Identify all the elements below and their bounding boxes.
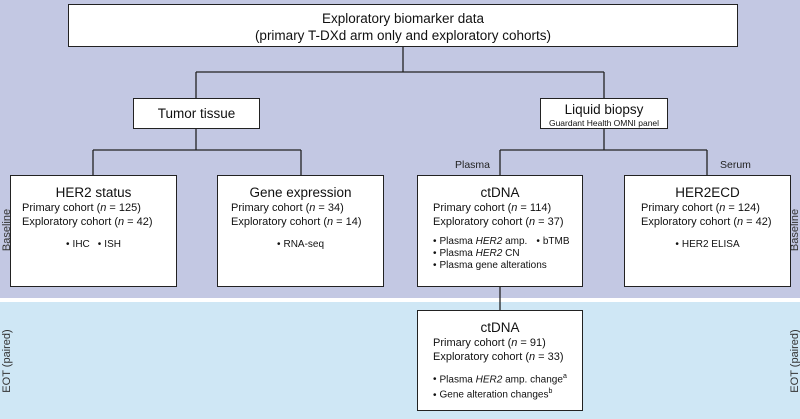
- gene-expression-exploratory: Exploratory cohort (n = 14): [231, 216, 362, 228]
- ctdna-eot-primary: Primary cohort (n = 91): [433, 337, 546, 349]
- gene-expression-bullets: •RNA-seq: [218, 239, 383, 251]
- tumor-tissue-box: Tumor tissue: [133, 98, 260, 129]
- her2ecd-bullets: •HER2 ELISA: [625, 239, 790, 251]
- her2ecd-primary: Primary cohort (n = 124): [641, 202, 760, 214]
- root-subtitle: (primary T-DXd arm only and exploratory …: [254, 28, 552, 43]
- her2-status-bullets: •IHC •ISH: [11, 239, 176, 251]
- liquid-biopsy-box: Liquid biopsy Guardant Health OMNI panel: [540, 98, 668, 129]
- her2ecd-box: HER2ECD Primary cohort (n = 124) Explora…: [624, 175, 791, 287]
- ctdna-baseline-bullets: •Plasma HER2 amp.•bTMB •Plasma HER2 CN •…: [433, 236, 582, 272]
- root-box: Exploratory biomarker data (primary T-DX…: [68, 4, 738, 47]
- ctdna-eot-box: ctDNA Primary cohort (n = 91) Explorator…: [417, 310, 583, 411]
- her2-status-primary: Primary cohort (n = 125): [22, 202, 141, 214]
- bullet-ihc: •IHC: [66, 239, 90, 250]
- gene-expression-primary: Primary cohort (n = 34): [231, 202, 344, 214]
- ctdna-baseline-exploratory: Exploratory cohort (n = 37): [433, 216, 564, 228]
- ctdna-eot-bullets: •Plasma HER2 amp. changea •Gene alterati…: [433, 371, 582, 402]
- bullet-btmb: •bTMB: [536, 236, 570, 247]
- her2-status-title: HER2 status: [55, 185, 132, 200]
- liquid-biopsy-label: Liquid biopsy: [564, 102, 644, 117]
- her2-status-exploratory: Exploratory cohort (n = 42): [22, 216, 153, 228]
- ctdna-eot-title: ctDNA: [480, 320, 520, 335]
- bullet-plasma-gene-alterations: •Plasma gene alterations: [433, 260, 547, 271]
- bullet-plasma-her2-amp: •Plasma HER2 amp.•bTMB: [433, 236, 570, 247]
- bullet-ish: •ISH: [97, 239, 121, 250]
- bullet-her2-elisa: •HER2 ELISA: [675, 239, 740, 250]
- ctdna-baseline-title: ctDNA: [480, 185, 520, 200]
- her2ecd-title: HER2ECD: [675, 185, 740, 200]
- root-title: Exploratory biomarker data: [321, 11, 485, 26]
- her2ecd-exploratory: Exploratory cohort (n = 42): [641, 216, 772, 228]
- her2-status-box: HER2 status Primary cohort (n = 125) Exp…: [10, 175, 177, 287]
- bullet-gene-alteration-changes: •Gene alteration changesb: [433, 388, 553, 401]
- bullet-plasma-her2-cn: •Plasma HER2 CN: [433, 248, 520, 259]
- liquid-biopsy-panel: Guardant Health OMNI panel: [548, 118, 660, 128]
- ctdna-eot-exploratory: Exploratory cohort (n = 33): [433, 351, 564, 363]
- gene-expression-title: Gene expression: [249, 185, 352, 200]
- eot-band: [0, 302, 800, 419]
- tumor-tissue-label: Tumor tissue: [157, 106, 236, 121]
- plasma-label: Plasma: [455, 159, 491, 171]
- gene-expression-box: Gene expression Primary cohort (n = 34) …: [217, 175, 384, 287]
- serum-label: Serum: [720, 159, 751, 171]
- ctdna-baseline-primary: Primary cohort (n = 114): [433, 202, 552, 214]
- ctdna-baseline-box: ctDNA Primary cohort (n = 114) Explorato…: [417, 175, 583, 287]
- bullet-rna-seq: •RNA-seq: [276, 239, 325, 250]
- bullet-plasma-her2-amp-change: •Plasma HER2 amp. changea: [433, 373, 567, 386]
